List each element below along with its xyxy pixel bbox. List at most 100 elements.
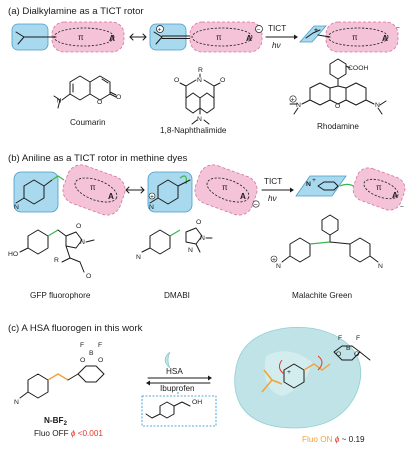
- svg-text:O: O: [335, 103, 340, 110]
- acceptor-label: A: [109, 34, 115, 43]
- svg-text:O: O: [76, 223, 81, 230]
- svg-text:TICT: TICT: [268, 24, 286, 33]
- naphthalimide-structure: R N O O N: [174, 67, 225, 125]
- svg-text:π: π: [216, 33, 222, 42]
- svg-text:O: O: [86, 273, 91, 280]
- svg-text:−: −: [396, 25, 400, 32]
- fluo-off-label: Fluo OFF ϕ <0.001: [34, 429, 103, 438]
- svg-text:π: π: [352, 33, 358, 42]
- svg-text:HO: HO: [8, 251, 18, 258]
- panel-c-label: (c) A HSA fluorogen in this work: [8, 323, 143, 334]
- svg-text:O: O: [80, 357, 85, 364]
- hsa-label: HSA: [166, 367, 183, 376]
- rhodamine-structure: COOH O N + N: [289, 58, 387, 115]
- svg-text:+: +: [312, 177, 316, 184]
- panel-a-zwitterion: + π A −: [149, 21, 263, 53]
- panel-a-label: (a) Dialkylamine as a TICT rotor: [8, 6, 144, 17]
- svg-text:A: A: [246, 34, 252, 43]
- svg-text:O: O: [97, 99, 102, 106]
- panel-b-zwitterion: N + π A −: [147, 164, 260, 216]
- panel-a-twisted-state: + π A −: [299, 21, 400, 53]
- svg-text:π: π: [376, 183, 382, 192]
- fluo-on-label: Fluo ON ϕ ~ 0.19: [302, 435, 365, 444]
- svg-text:COOH: COOH: [348, 65, 368, 72]
- svg-text:+: +: [314, 27, 318, 34]
- svg-text:N: N: [149, 204, 154, 211]
- svg-text:N: N: [188, 247, 193, 254]
- ibuprofen-label: Ibuprofen: [160, 384, 195, 393]
- dmabi-label: DMABI: [164, 291, 190, 300]
- svg-text:−: −: [400, 204, 404, 211]
- resonance-arrow-b: [125, 186, 145, 194]
- coumarin-structure: O O N: [53, 75, 121, 109]
- svg-text:hν: hν: [272, 41, 282, 50]
- svg-text:π: π: [222, 183, 228, 192]
- svg-text:N: N: [14, 204, 19, 211]
- malachite-label: Malachite Green: [292, 291, 353, 300]
- resonance-arrow-a: [129, 33, 147, 41]
- svg-text:O: O: [116, 94, 121, 101]
- svg-text:+: +: [291, 96, 295, 103]
- tict-arrow-a: TICT hν: [265, 24, 298, 50]
- svg-text:F: F: [98, 342, 102, 349]
- svg-text:N: N: [197, 77, 202, 84]
- naphthalimide-label: 1,8-Naphthalimide: [160, 126, 227, 135]
- svg-text:B: B: [346, 345, 351, 352]
- svg-text:O: O: [220, 77, 225, 84]
- svg-text:A: A: [240, 192, 246, 201]
- ibuprofen-box: [141, 395, 217, 427]
- svg-text:N: N: [375, 102, 380, 109]
- svg-text:A: A: [392, 191, 398, 200]
- panel-b-label: (b) Aniline as a TICT rotor in methine d…: [8, 153, 188, 164]
- svg-text:A: A: [382, 34, 388, 43]
- svg-text:−: −: [257, 26, 261, 33]
- svg-text:N: N: [378, 263, 383, 270]
- svg-text:+: +: [158, 26, 162, 33]
- svg-text:O: O: [354, 351, 359, 358]
- coumarin-label: Coumarin: [70, 118, 106, 127]
- svg-text:+: +: [272, 256, 276, 263]
- dmabi-structure: N O N N: [136, 219, 213, 261]
- svg-text:N: N: [136, 254, 141, 261]
- tict-arrow-b: TICT hν: [261, 177, 294, 203]
- svg-text:F: F: [80, 342, 84, 349]
- panel-b-twisted-state: N + π A −: [295, 167, 406, 211]
- panel-b-ground-state: N π A: [13, 164, 126, 216]
- svg-text:hν: hν: [268, 194, 278, 203]
- svg-text:O: O: [174, 77, 179, 84]
- svg-text:N: N: [14, 399, 19, 406]
- svg-text:A: A: [108, 192, 114, 201]
- svg-text:N: N: [276, 263, 281, 270]
- svg-text:N: N: [200, 235, 205, 242]
- svg-text:O: O: [336, 351, 341, 358]
- svg-text:+: +: [287, 369, 291, 376]
- svg-text:−: −: [254, 201, 258, 208]
- svg-text:+: +: [150, 193, 154, 200]
- svg-text:O: O: [196, 219, 201, 226]
- svg-text:OH: OH: [192, 399, 202, 406]
- gfp-label: GFP fluorophore: [30, 291, 91, 300]
- svg-text:π: π: [90, 183, 96, 192]
- pi-label: π: [78, 33, 84, 42]
- svg-text:N: N: [296, 102, 301, 109]
- svg-text:N: N: [306, 181, 311, 188]
- hsa-equilibrium: HSA Ibuprofen OH: [141, 351, 217, 427]
- nbf2-name: N-BF2: [44, 416, 68, 427]
- nbf2-structure: N O O B F F: [14, 342, 105, 406]
- svg-text:R: R: [54, 257, 59, 264]
- svg-text:O: O: [98, 357, 103, 364]
- svg-text:N: N: [57, 98, 62, 105]
- gfp-structure: HO O N R O: [8, 223, 95, 280]
- panel-a-ground-state: π A: [11, 21, 125, 53]
- svg-text:N: N: [80, 239, 85, 246]
- svg-text:TICT: TICT: [264, 177, 282, 186]
- svg-text:R: R: [198, 67, 203, 74]
- svg-text:N: N: [197, 116, 202, 123]
- svg-text:F: F: [356, 335, 360, 342]
- hsa-complex: + O O B F F: [234, 327, 371, 429]
- rhodamine-label: Rhodamine: [317, 122, 359, 131]
- svg-text:F: F: [338, 335, 342, 342]
- svg-text:B: B: [89, 350, 94, 357]
- malachite-structure: N + N: [270, 214, 383, 270]
